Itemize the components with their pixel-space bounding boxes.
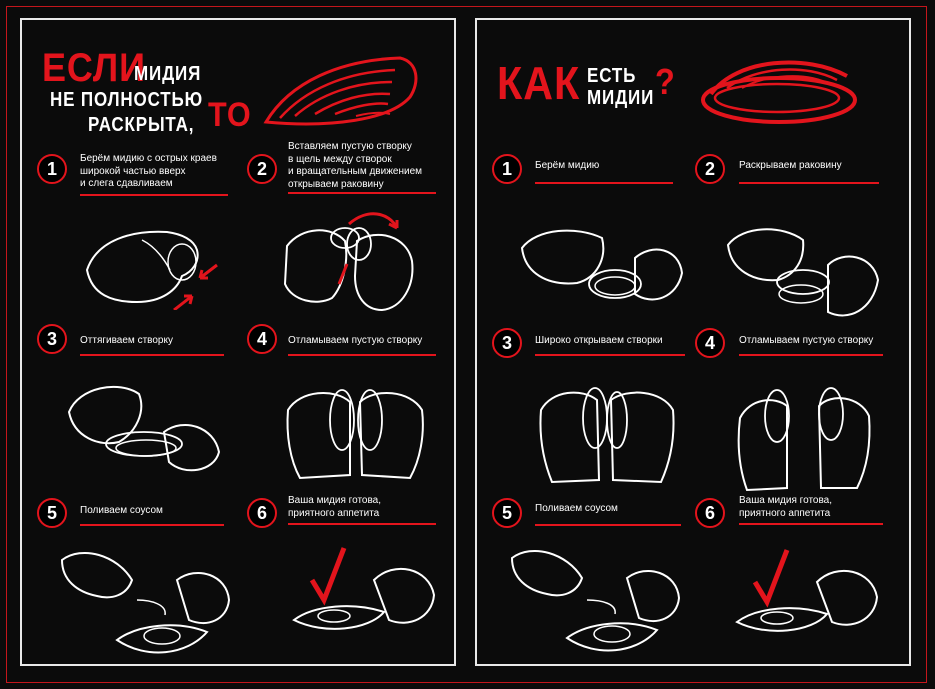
step-number-6: 6	[247, 498, 277, 528]
step-underline-5	[80, 524, 224, 526]
right-step-text-2: Раскрываем раковину	[739, 160, 842, 171]
right-step-text-1: Берём мидию	[535, 160, 600, 171]
step-underline-4	[288, 354, 436, 356]
title-eat: ЕСТЬ	[587, 65, 637, 87]
right-step-number-1: 1	[492, 154, 522, 184]
right-step-number-6: 6	[695, 498, 725, 528]
right-hands-break-illustration	[735, 378, 875, 493]
right-step-text-6: Ваша мидия готова,приятного аппетита	[739, 495, 833, 519]
right-hands-open-illustration	[723, 220, 883, 330]
sauce-pour-illustration	[57, 540, 237, 660]
right-step-underline-5	[535, 524, 681, 526]
right-hands-spread-illustration	[537, 380, 677, 490]
title-then: ТО	[208, 96, 252, 134]
step-text-6: Ваша мидия готова,приятного аппетита	[288, 495, 382, 519]
right-sauce-pour-illustration	[507, 538, 687, 658]
hand-squeeze-illustration	[82, 210, 232, 310]
title-line1: МИДИЯ	[134, 63, 202, 85]
right-step-number-2: 2	[695, 154, 725, 184]
outer-frame	[6, 6, 927, 683]
step-underline-3	[80, 354, 224, 356]
step-text-3: Оттягиваем створку	[80, 335, 173, 346]
hands-break-illustration	[280, 380, 430, 485]
step-underline-1	[80, 194, 228, 196]
right-hands-hold-illustration	[517, 218, 687, 318]
right-step-text-4: Отламываем пустую створку	[739, 335, 874, 346]
step-number-3: 3	[37, 324, 67, 354]
right-step-underline-4	[739, 354, 883, 356]
right-step-underline-6	[739, 523, 883, 525]
title-if: ЕСЛИ	[42, 46, 146, 90]
ready-mussel-illustration	[284, 540, 439, 645]
title-question: ?	[655, 61, 676, 102]
hands-twist-illustration	[277, 206, 427, 316]
right-panel: КАК ЕСТЬ МИДИИ ? 1 Берём мидию 2 Раскрыв…	[475, 18, 911, 666]
right-step-number-3: 3	[492, 328, 522, 358]
hands-pull-illustration	[64, 372, 224, 482]
title-mussels: МИДИИ	[587, 87, 655, 109]
open-mussel-icon	[697, 48, 867, 128]
title-line2: НЕ ПОЛНОСТЬЮ	[50, 89, 203, 111]
right-step-underline-3	[535, 354, 685, 356]
right-step-number-4: 4	[695, 328, 725, 358]
right-step-number-5: 5	[492, 498, 522, 528]
step-underline-6	[288, 523, 436, 525]
title-line3: РАСКРЫТА,	[88, 114, 195, 136]
step-number-2: 2	[247, 154, 277, 184]
right-step-text-5: Поливаем соусом	[535, 503, 618, 514]
right-ready-mussel-illustration	[727, 542, 882, 647]
right-step-text-3: Широко открываем створки	[535, 335, 663, 346]
left-panel: ЕСЛИ МИДИЯ НЕ ПОЛНОСТЬЮ РАСКРЫТА, ТО 1 Б…	[20, 18, 456, 666]
step-number-4: 4	[247, 324, 277, 354]
right-step-underline-1	[535, 182, 673, 184]
step-number-1: 1	[37, 154, 67, 184]
step-underline-2	[288, 192, 436, 194]
mussel-shell-icon	[260, 42, 420, 132]
step-text-4: Отламываем пустую створку	[288, 335, 423, 346]
right-step-underline-2	[739, 182, 879, 184]
title-how: КАК	[497, 57, 581, 109]
step-text-5: Поливаем соусом	[80, 505, 163, 516]
step-number-5: 5	[37, 498, 67, 528]
